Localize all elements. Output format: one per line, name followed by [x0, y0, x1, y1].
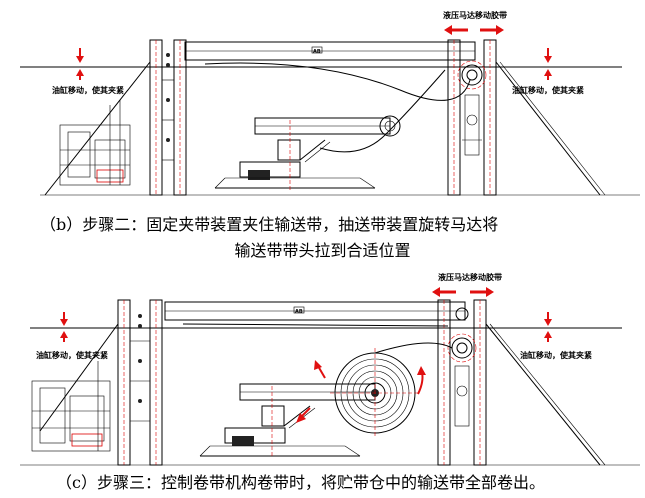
left-winch-machinery — [31, 361, 111, 452]
rotation-arrows — [296, 360, 426, 423]
left-clamp-arrows — [60, 312, 68, 342]
belt-to-reel — [374, 342, 453, 354]
beam-tag: AB — [295, 309, 303, 315]
beam-tag: AB — [313, 49, 321, 55]
right-clamp-label: 油缸移动，使其夹紧 — [520, 350, 592, 360]
right-clamp-arrows — [544, 312, 552, 342]
diagram-panel-c: AB — [20, 272, 640, 466]
right-tower — [437, 299, 487, 466]
diagram-panel-b: AB — [20, 10, 640, 196]
caption-b-line1: （b）步骤二：固定夹带装置夹住输送带，抽送带装置旋转马达将 — [40, 215, 499, 234]
left-brace — [39, 323, 119, 432]
caption-c: （c）步骤三：控制卷带机构卷带时，将贮带仓中的输送带全部卷出。 — [56, 473, 545, 492]
belt-curve-upper — [204, 62, 471, 101]
motor-direction-arrows — [432, 287, 494, 297]
left-clamp-arrows — [76, 48, 84, 80]
right-clamp-arrows — [544, 48, 552, 80]
caption-b-line2: 输送带带头拉到合适位置 — [234, 241, 411, 260]
reel-winding-device — [199, 383, 376, 458]
left-tower — [117, 299, 163, 466]
motor-label: 液压马达移动胶带 — [443, 10, 507, 20]
right-brace — [485, 323, 601, 466]
belt-reel — [330, 348, 420, 438]
right-brace — [495, 61, 601, 196]
left-winch-machinery — [59, 100, 131, 186]
belt-upper — [182, 323, 449, 327]
belt-curve-lower — [319, 69, 446, 153]
right-tower — [447, 39, 497, 196]
left-clamp-label: 油缸移动，使其夹紧 — [36, 350, 108, 360]
top-beam: AB — [164, 301, 466, 321]
left-tower — [149, 39, 187, 196]
top-beam: AB — [184, 41, 476, 61]
left-clamp-label: 油缸移动，使其夹紧 — [52, 85, 124, 95]
right-clamp-label: 油缸移动，使其夹紧 — [512, 85, 584, 95]
left-brace — [44, 61, 151, 196]
pull-belt-device — [214, 115, 401, 190]
motor-label: 液压马达移动胶带 — [438, 272, 502, 282]
motor-direction-arrows — [444, 25, 504, 35]
